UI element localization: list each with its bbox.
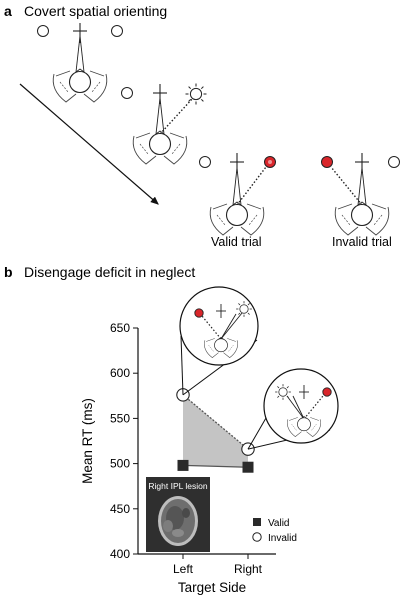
observer — [209, 201, 265, 236]
left-placeholder-box — [37, 25, 49, 37]
valid-series-line — [182, 464, 249, 468]
observer — [132, 130, 188, 165]
scene-cue — [121, 83, 207, 165]
valid-trial-label: Valid trial — [211, 235, 261, 249]
rt-difference-shade — [183, 394, 248, 468]
y-ticks: 650 600 550 500 450 400 — [110, 321, 138, 561]
left-placeholder-box — [199, 156, 211, 168]
legend-valid-label: Valid — [268, 518, 290, 529]
panel-a-letter: a — [4, 3, 12, 19]
panel-b-letter: b — [4, 264, 13, 280]
scene-invalid-trial — [321, 153, 400, 236]
valid-point-right — [242, 461, 254, 473]
fixation-cross — [299, 385, 309, 399]
x-tick-label-right: Right — [234, 562, 263, 576]
y-tick-label: 450 — [110, 502, 130, 516]
legend-invalid-label: Invalid — [268, 533, 297, 544]
left-placeholder-box — [121, 87, 133, 99]
cue-sun-icon — [185, 83, 207, 105]
y-axis-title: Mean RT (ms) — [80, 398, 95, 484]
ct-scan-inset: Right IPL lesion — [146, 477, 210, 552]
observer — [52, 68, 108, 103]
time-arrow — [19, 83, 159, 205]
x-ticks: Left Right — [173, 554, 263, 576]
right-placeholder-box — [111, 25, 123, 37]
legend: Valid Invalid — [252, 518, 297, 544]
zoom-bubble-left — [179, 286, 259, 396]
y-tick-label: 650 — [110, 321, 130, 335]
x-tick-label-left: Left — [173, 562, 194, 576]
y-tick-label: 400 — [110, 547, 130, 561]
panel-b-title: Disengage deficit in neglect — [24, 264, 195, 280]
target-dot-left — [194, 308, 204, 318]
ct-scan-label: Right IPL lesion — [148, 481, 207, 491]
target-dot-right — [322, 387, 332, 397]
valid-point-left — [177, 459, 189, 471]
invalid-series-line — [182, 394, 249, 450]
target-dot-left — [321, 156, 333, 168]
zoom-bubble-right — [247, 368, 339, 450]
invalid-trial-label: Invalid trial — [332, 235, 392, 249]
y-tick-label: 550 — [110, 411, 130, 425]
observer — [334, 201, 390, 236]
scene-valid-trial — [199, 153, 276, 236]
y-tick-label: 500 — [110, 457, 130, 471]
zoom-bubble-circle — [179, 286, 259, 366]
x-axis-title: Target Side — [178, 580, 246, 595]
fixation-cross — [216, 304, 226, 318]
right-placeholder-box — [388, 156, 400, 168]
y-tick-label: 600 — [110, 366, 130, 380]
scene-fixation — [37, 23, 123, 103]
legend-invalid-swatch — [252, 532, 262, 542]
legend-valid-swatch — [253, 518, 261, 526]
panel-a-title: Covert spatial orienting — [24, 3, 167, 19]
